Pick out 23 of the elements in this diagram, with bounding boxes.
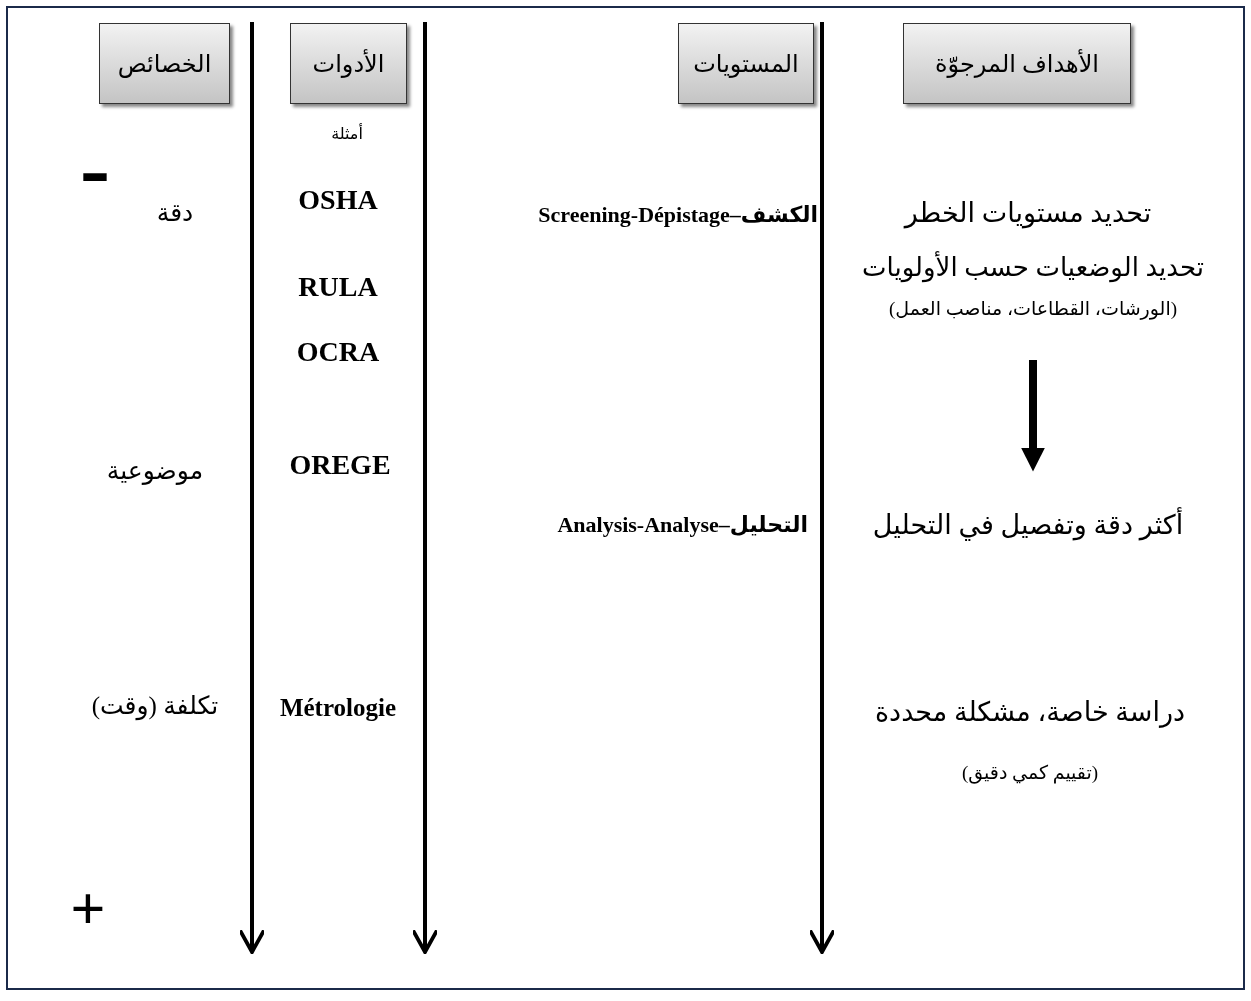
goal-text: أكثر دقة وتفصيل في التحليل (848, 500, 1208, 550)
tool-name: OSHA (298, 184, 378, 216)
minus-sign: - (80, 117, 110, 220)
property-text: دقة (156, 197, 194, 227)
plus-sign: + (70, 872, 106, 944)
property-text: موضوعية (106, 455, 204, 485)
goal-text: دراسة خاصة، مشكلة محددة (874, 696, 1186, 728)
column-header: الأهداف المرجوّة (903, 23, 1131, 104)
examples-heading: أمثلة (331, 123, 363, 143)
tool-name: Métrologie (279, 694, 397, 722)
level-text: الكشف–Screening-Dépistage (538, 202, 818, 228)
note-text: (الورشات، القطاعات، مناصب العمل) (888, 297, 1178, 320)
column-header: الأدوات (290, 23, 407, 104)
tool-name: OCRA (296, 336, 380, 368)
column-header: المستويات (678, 23, 814, 104)
goal-text: تحديد الوضعيات حسب الأولويات (861, 252, 1205, 283)
tool-name: RULA (298, 271, 378, 303)
tool-name: OREGE (289, 449, 391, 481)
property-text: تكلفة (وقت) (91, 690, 219, 720)
level-text: التحليل–Analysis-Analyse (557, 512, 808, 538)
goal-text: تحديد مستويات الخطر (904, 197, 1152, 229)
note-text: (تقييم كمي دقيق) (961, 760, 1099, 784)
column-header: الخصائص (99, 23, 230, 104)
